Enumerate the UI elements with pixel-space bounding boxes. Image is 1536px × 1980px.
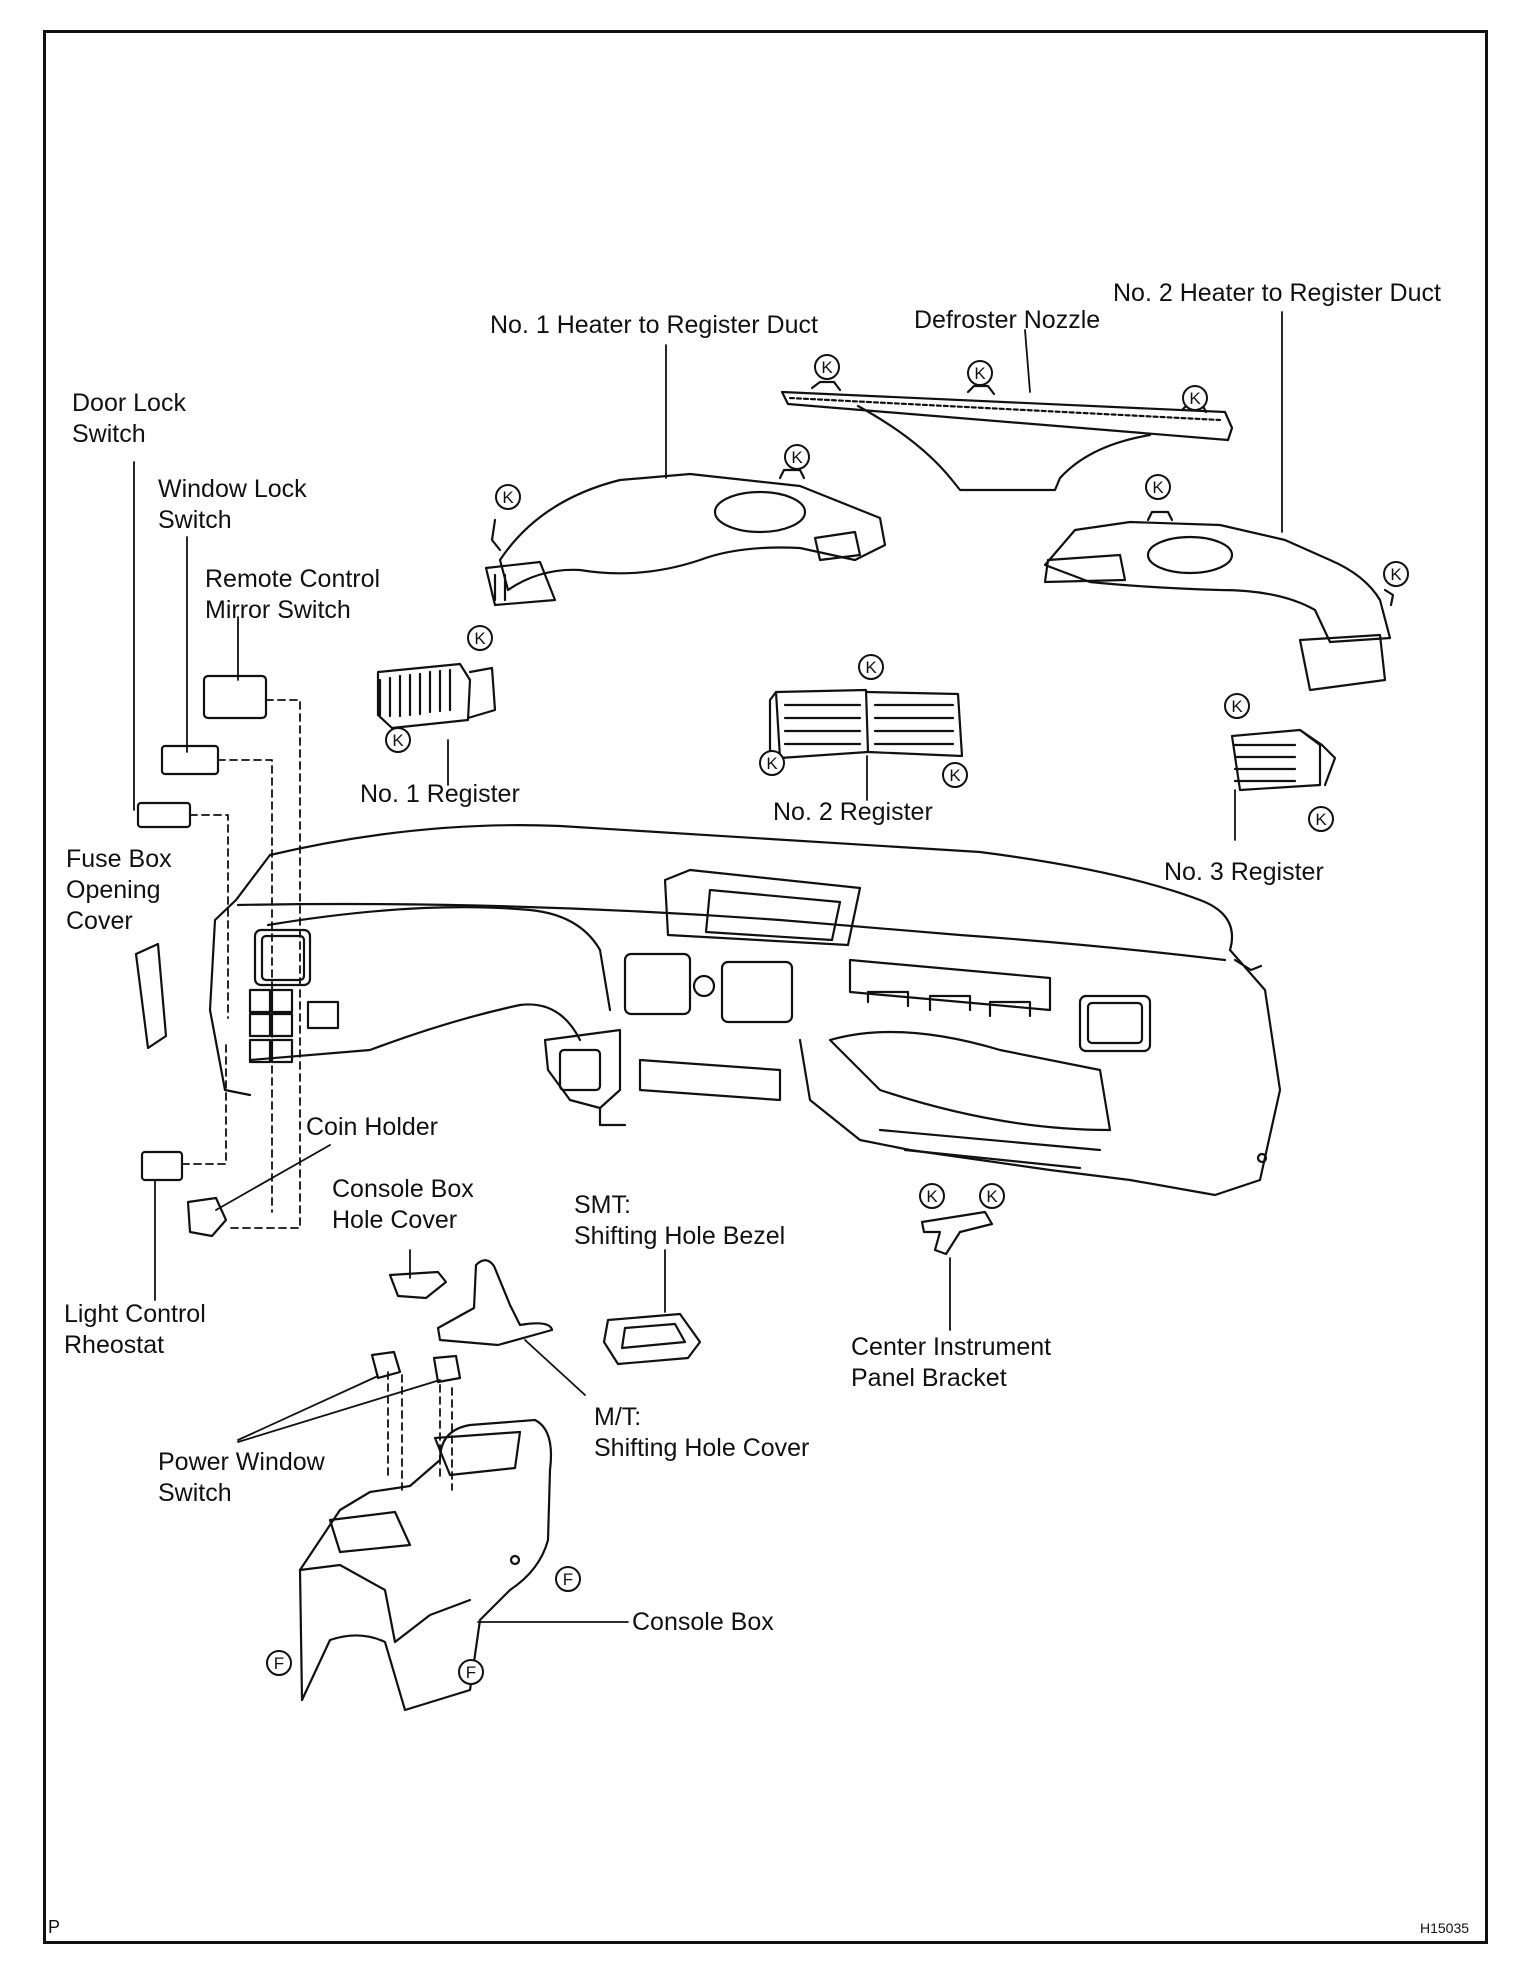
k-marker: K bbox=[1224, 693, 1250, 719]
k-marker: K bbox=[942, 762, 968, 788]
defroster-nozzle-part bbox=[780, 380, 1234, 492]
label-smt-bezel: SMT: Shifting Hole Bezel bbox=[574, 1191, 786, 1250]
label-door-lock: Door Lock Switch bbox=[72, 389, 186, 448]
window-lock-switch-part bbox=[160, 744, 220, 776]
power-window-switch-right-part bbox=[432, 1354, 462, 1384]
power-window-switch-left-part bbox=[370, 1350, 402, 1380]
k-marker: K bbox=[467, 625, 493, 651]
label-center-bracket: Center Instrument Panel Bracket bbox=[851, 1333, 1052, 1392]
leader-lines bbox=[133, 311, 1283, 1623]
no3-register-part bbox=[1230, 728, 1337, 792]
label-no1-register: No. 1 Register bbox=[360, 780, 520, 808]
label-defroster: Defroster Nozzle bbox=[914, 306, 1101, 334]
shift-cover-part bbox=[436, 1259, 554, 1347]
svg-text:K: K bbox=[926, 1187, 938, 1206]
coin-holder-part bbox=[186, 1196, 228, 1238]
label-mirror-switch: Remote Control Mirror Switch bbox=[205, 565, 381, 624]
k-marker: K bbox=[814, 354, 840, 380]
label-mt-cover: M/T: Shifting Hole Cover bbox=[594, 1403, 810, 1462]
page-letter: P bbox=[48, 1917, 61, 1937]
k-marker: K bbox=[979, 1183, 1005, 1209]
k-marker: K bbox=[759, 750, 785, 776]
svg-text:K: K bbox=[1231, 697, 1243, 716]
no1-duct-part bbox=[484, 468, 887, 607]
k-marker: K bbox=[967, 360, 993, 386]
svg-text:K: K bbox=[791, 448, 803, 467]
shift-bezel-part bbox=[602, 1312, 702, 1366]
instrument-panel-part bbox=[208, 824, 1282, 1197]
label-console-box: Console Box bbox=[632, 1608, 774, 1636]
k-marker: K bbox=[1383, 561, 1409, 587]
svg-text:K: K bbox=[1390, 565, 1402, 584]
connection-lines bbox=[181, 699, 453, 1491]
light-rheostat-part bbox=[140, 1150, 184, 1182]
k-marker: K bbox=[784, 444, 810, 470]
svg-text:K: K bbox=[392, 731, 404, 750]
figure-id: H15035 bbox=[1420, 1920, 1470, 1936]
label-no3-register: No. 3 Register bbox=[1164, 858, 1324, 886]
console-hole-cover-part bbox=[388, 1270, 448, 1300]
k-marker: K bbox=[495, 484, 521, 510]
f-marker: F bbox=[555, 1566, 581, 1592]
f-marker: F bbox=[458, 1659, 484, 1685]
svg-text:K: K bbox=[1189, 389, 1201, 408]
door-lock-switch-part bbox=[136, 801, 192, 829]
svg-text:K: K bbox=[1315, 810, 1327, 829]
label-no2-register: No. 2 Register bbox=[773, 798, 933, 826]
svg-text:K: K bbox=[974, 364, 986, 383]
label-no1-duct: No. 1 Heater to Register Duct bbox=[490, 311, 818, 339]
console-box-part bbox=[298, 1418, 553, 1712]
no2-register-part bbox=[768, 688, 964, 760]
svg-text:K: K bbox=[502, 488, 514, 507]
no2-duct-part bbox=[1043, 510, 1395, 692]
remote-mirror-switch-part bbox=[202, 674, 268, 720]
svg-text:F: F bbox=[274, 1654, 284, 1673]
svg-text:F: F bbox=[563, 1570, 573, 1589]
label-fuse-cover: Fuse Box Opening Cover bbox=[66, 845, 172, 935]
label-coin-holder: Coin Holder bbox=[306, 1113, 439, 1141]
k-marker: K bbox=[385, 727, 411, 753]
no1-register-part bbox=[376, 662, 497, 730]
svg-text:K: K bbox=[949, 766, 961, 785]
label-window-lock: Window Lock Switch bbox=[158, 475, 307, 534]
svg-text:K: K bbox=[474, 629, 486, 648]
svg-text:K: K bbox=[865, 658, 877, 677]
label-power-window: Power Window Switch bbox=[158, 1448, 325, 1507]
fuse-box-cover-part bbox=[134, 942, 168, 1050]
svg-text:K: K bbox=[766, 754, 778, 773]
k-marker: K bbox=[1182, 385, 1208, 411]
k-marker: K bbox=[1308, 806, 1334, 832]
svg-text:F: F bbox=[466, 1663, 476, 1682]
f-marker: F bbox=[266, 1650, 292, 1676]
k-marker: K bbox=[858, 654, 884, 680]
center-bracket-part bbox=[920, 1210, 994, 1256]
svg-text:K: K bbox=[986, 1187, 998, 1206]
k-marker: K bbox=[1145, 474, 1171, 500]
label-console-hole-cover: Console Box Hole Cover bbox=[332, 1175, 474, 1234]
svg-text:K: K bbox=[1152, 478, 1164, 497]
svg-text:K: K bbox=[821, 358, 833, 377]
label-light-rheostat: Light Control Rheostat bbox=[64, 1300, 206, 1359]
diagram-frame bbox=[43, 30, 1488, 1944]
fastener-markers: K K K K K K K K K K K K K K K K F F F bbox=[266, 354, 1409, 1685]
label-no2-duct: No. 2 Heater to Register Duct bbox=[1113, 279, 1441, 307]
k-marker: K bbox=[919, 1183, 945, 1209]
